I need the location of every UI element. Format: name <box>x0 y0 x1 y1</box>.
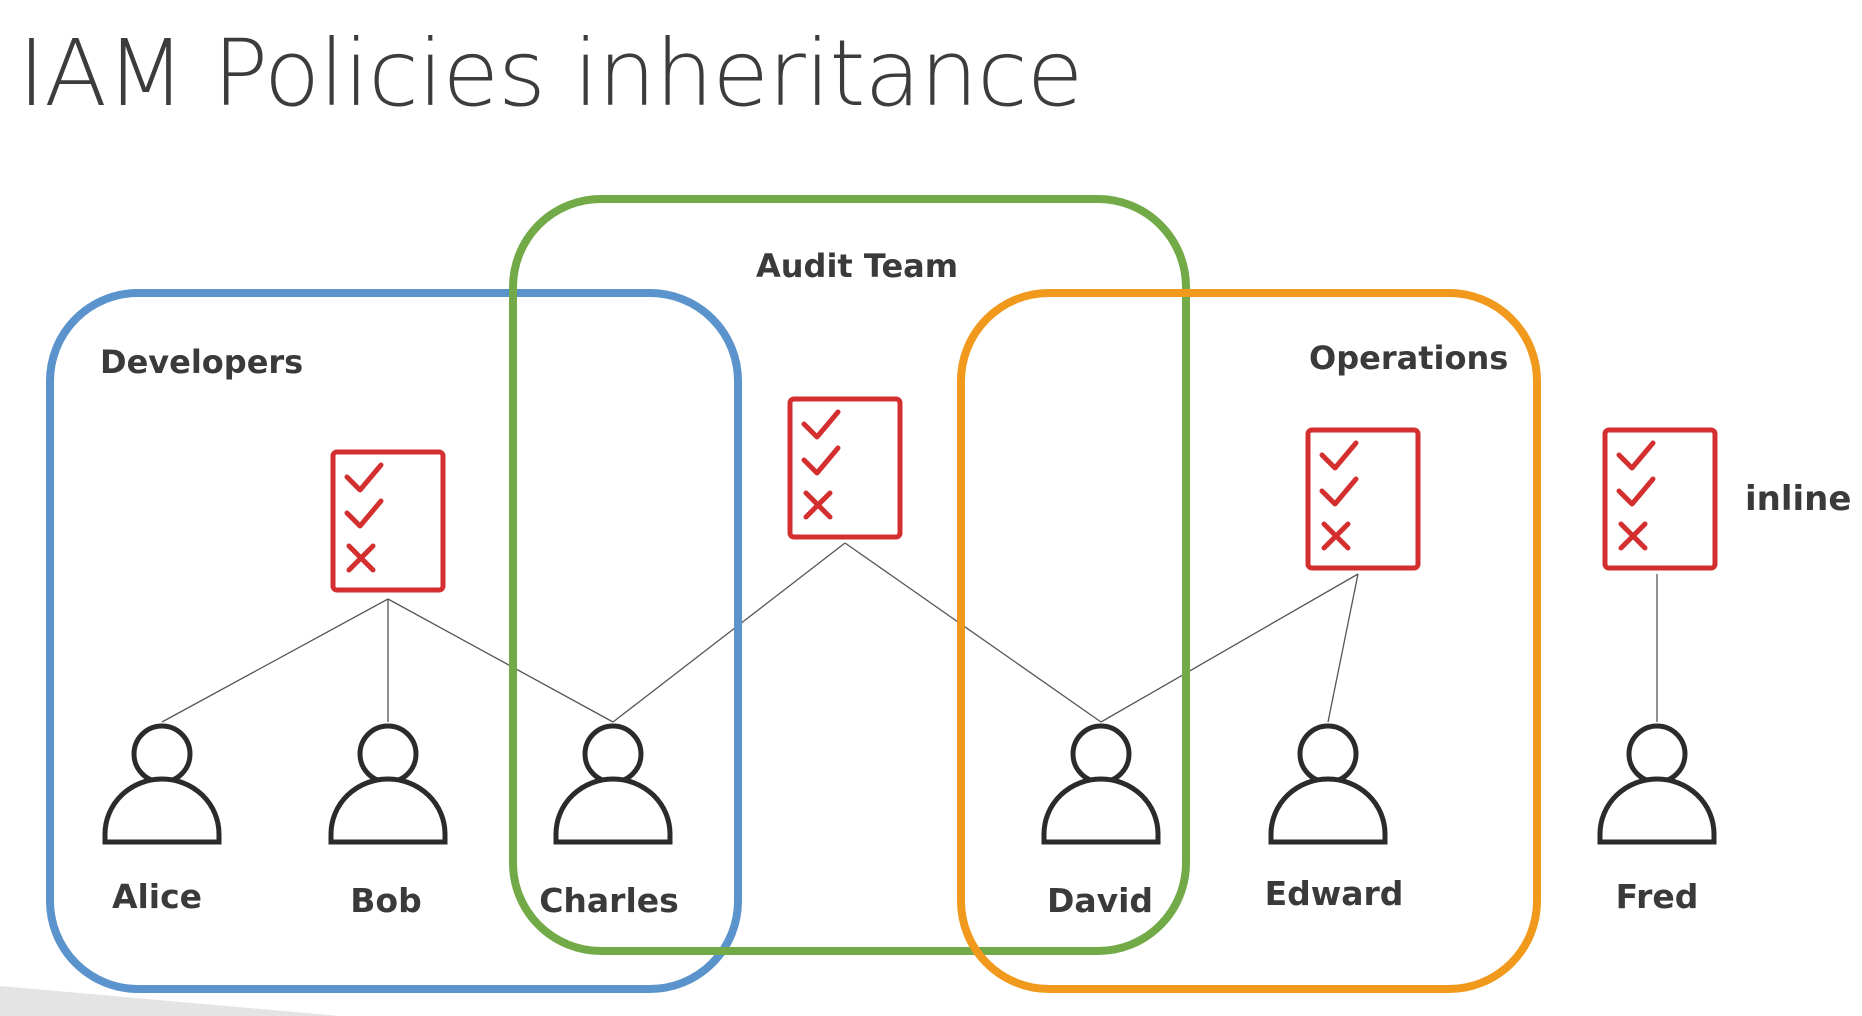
policy-document-icon <box>787 396 903 540</box>
user-label-edward: Edward <box>1265 874 1404 913</box>
page-title: IAM Policies inheritance <box>18 20 1083 127</box>
user-icon <box>328 723 448 845</box>
policy-connectors <box>161 542 1658 723</box>
policy-document-icon <box>1305 427 1421 571</box>
connector-developers-charles <box>387 598 614 723</box>
connector-developers-alice <box>161 598 389 723</box>
user-label-alice: Alice <box>112 877 202 916</box>
connector-operations-edward <box>1327 573 1359 723</box>
policy-document-icon <box>1602 427 1718 571</box>
user-label-david: David <box>1047 881 1153 920</box>
user-icon <box>1597 723 1717 845</box>
slide-footer-shadow <box>0 986 340 1016</box>
user-icon <box>1268 723 1388 845</box>
group-box-audit-team <box>509 195 1190 955</box>
user-icon <box>553 723 673 845</box>
group-box-developers <box>46 289 742 993</box>
connector-audit-david <box>844 542 1102 723</box>
connector-audit-charles <box>612 542 846 723</box>
user-label-bob: Bob <box>350 881 421 920</box>
group-label-operations: Operations <box>1309 339 1508 377</box>
connector-operations-david <box>1100 573 1359 723</box>
user-label-fred: Fred <box>1616 877 1699 916</box>
inline-policy-label: inline <box>1745 479 1851 519</box>
policy-document-icon <box>330 449 446 593</box>
group-label-audit-team: Audit Team <box>756 247 958 285</box>
user-label-charles: Charles <box>539 881 679 920</box>
user-icon <box>102 723 222 845</box>
user-icon <box>1041 723 1161 845</box>
group-label-developers: Developers <box>100 343 303 381</box>
group-box-operations <box>957 289 1541 993</box>
